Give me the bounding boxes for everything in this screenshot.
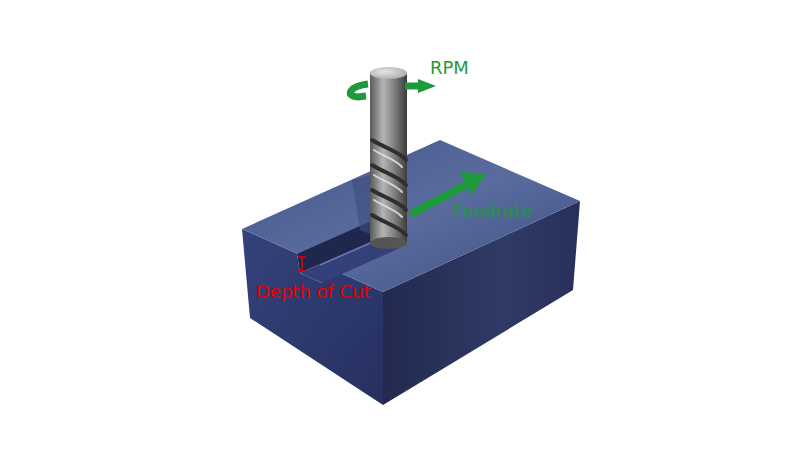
feed-arrowhead <box>460 172 486 195</box>
rpm-arrow-shaft <box>405 83 420 90</box>
end-mill-tip <box>370 237 407 249</box>
rpm-arrow-back <box>350 84 368 97</box>
rpm-arrowhead <box>418 79 436 93</box>
feedrate-label: Feedrate <box>453 201 533 221</box>
end-mill-flutes <box>372 140 406 235</box>
tool-shadow <box>352 175 372 235</box>
depth-marker <box>298 257 306 271</box>
end-mill-shank <box>370 73 407 133</box>
end-mill-body <box>370 73 407 243</box>
rpm-label: RPM <box>430 58 469 78</box>
depth-of-cut-label: Depth of Cut <box>256 282 371 302</box>
block-top-face <box>242 140 580 292</box>
end-mill-top <box>370 67 407 79</box>
